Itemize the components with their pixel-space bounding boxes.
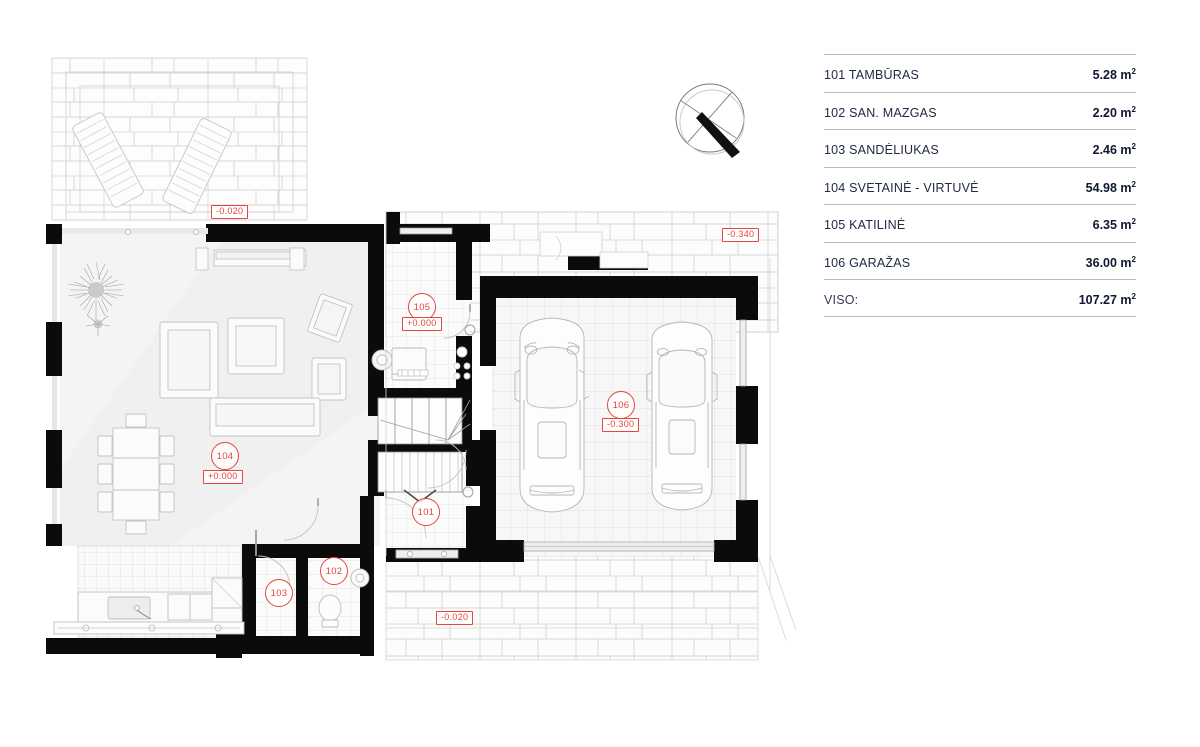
floor-plan-drawing	[46, 57, 797, 661]
living-furniture	[67, 228, 353, 437]
room-area: 36.00 m2	[1085, 254, 1136, 270]
room-marker-104: 104	[211, 442, 239, 470]
north-arrow-icon	[675, 83, 745, 158]
plant-symbol	[67, 261, 125, 336]
room-name: 104 SVETAINĖ - VIRTUVĖ	[824, 180, 979, 195]
room-schedule-table: 101 TAMBŪRAS 5.28 m2 102 SAN. MAZGAS 2.2…	[824, 54, 1136, 317]
room-area: 54.98 m2	[1085, 179, 1136, 195]
schedule-row: 104 SVETAINĖ - VIRTUVĖ 54.98 m2	[824, 166, 1136, 205]
kitchen-run	[53, 577, 245, 635]
north-terrace	[51, 57, 308, 221]
total-area: 107.27 m2	[1078, 292, 1136, 308]
garage-east-windows	[739, 319, 747, 501]
elevation-tag-living: +0.000	[203, 470, 243, 484]
elevation-tag-boiler: +0.000	[402, 317, 442, 331]
elevation-tag-garage: -0.300	[602, 418, 640, 432]
room-marker-103: 103	[265, 579, 293, 607]
staircase	[377, 397, 471, 503]
car-left	[514, 317, 590, 513]
room-marker-102: 102	[320, 557, 348, 585]
room-name: 103 SANDĖLIUKAS	[824, 143, 939, 158]
store-door	[283, 498, 319, 541]
room-area: 6.35 m2	[1092, 217, 1136, 233]
boiler-window	[399, 227, 453, 235]
schedule-row: 106 GARAŽAS 36.00 m2	[824, 241, 1136, 280]
room-name: 106 GARAŽAS	[824, 255, 911, 270]
south-driveway	[385, 555, 759, 661]
total-label: VISO:	[824, 293, 859, 308]
garage-door	[523, 541, 715, 552]
room-area: 2.46 m2	[1092, 142, 1136, 158]
elevation-tag-entry-east: -0.340	[722, 228, 760, 242]
room-name: 105 KATILINĖ	[824, 218, 906, 233]
site-lines	[52, 212, 797, 641]
schedule-row: 103 SANDĖLIUKAS 2.46 m2	[824, 129, 1136, 167]
schedule-row: 101 TAMBŪRAS 5.28 m2	[824, 54, 1136, 92]
room-name: 102 SAN. MAZGAS	[824, 105, 937, 120]
schedule-row: 105 KATILINĖ 6.35 m2	[824, 204, 1136, 242]
room-area: 5.28 m2	[1092, 67, 1136, 83]
room-marker-106: 106	[607, 391, 635, 419]
elevation-tag-terrace-north: -0.020	[211, 205, 249, 219]
schedule-row: 102 SAN. MAZGAS 2.20 m2	[824, 91, 1136, 130]
boiler-equipment	[371, 304, 476, 381]
wc-fixtures	[255, 530, 370, 628]
room-area: 2.20 m2	[1092, 104, 1136, 120]
elevation-tag-terrace-south: -0.020	[436, 611, 474, 625]
schedule-total-row: VISO: 107.27 m2	[824, 279, 1136, 317]
room-marker-101: 101	[412, 498, 440, 526]
car-right	[646, 321, 718, 511]
dining-set	[97, 413, 175, 535]
room-marker-105: 105	[408, 293, 436, 321]
room-name: 101 TAMBŪRAS	[824, 68, 920, 83]
